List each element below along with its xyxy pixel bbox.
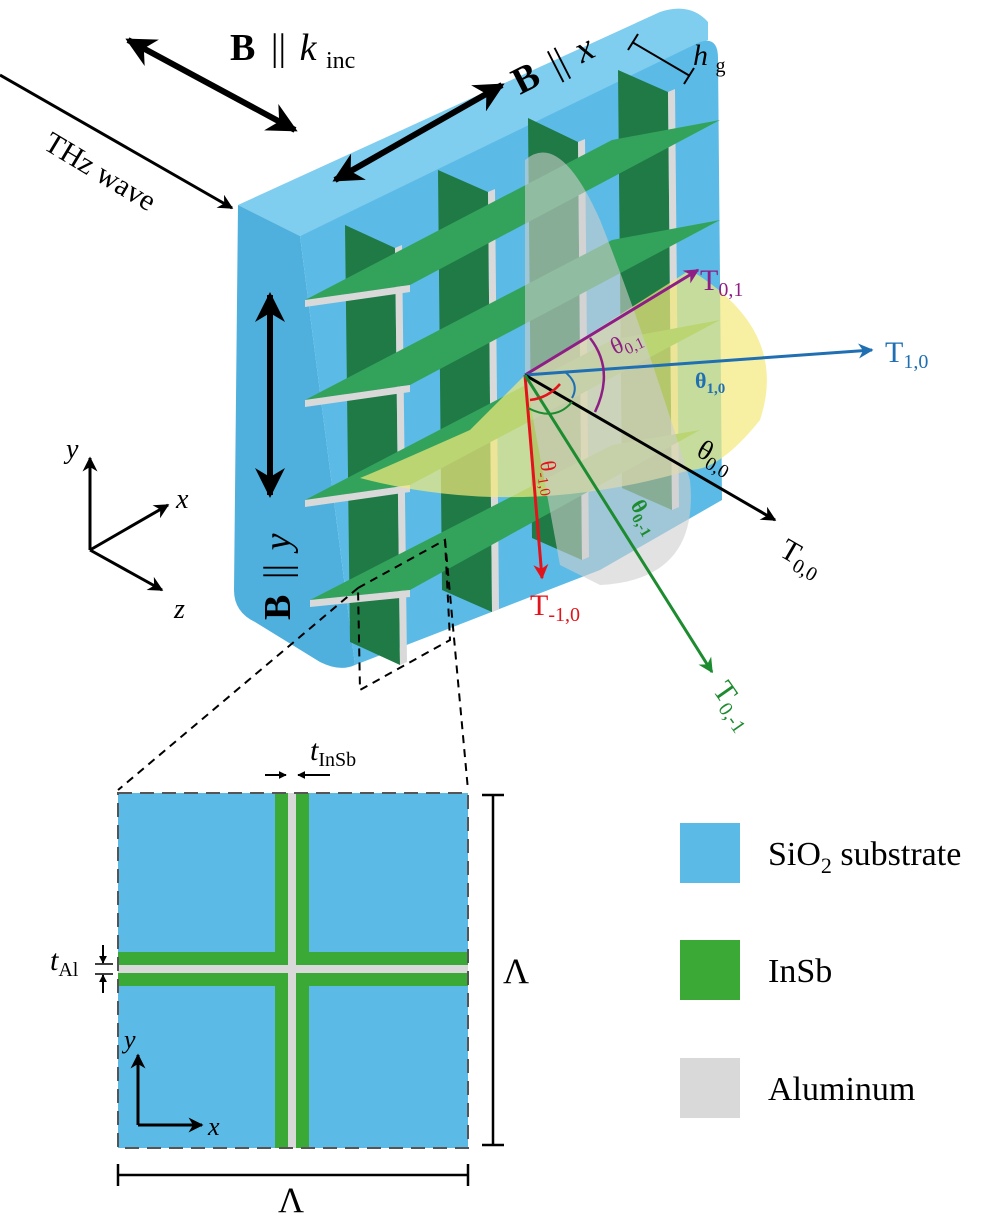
legend-swatch-aluminum (680, 1058, 740, 1118)
legend-label-aluminum: Aluminum (768, 1071, 915, 1108)
angle-theta-m10: θ-1,0 (531, 459, 566, 498)
diffraction-rays (523, 268, 874, 674)
unit-cell (117, 792, 469, 1149)
label-T00: T0,0 (773, 532, 829, 586)
cell-dimensions (95, 771, 504, 1186)
zoom-guides (117, 538, 469, 791)
label-b-kinc: B || k inc (230, 27, 355, 74)
ray-T01 (524, 268, 700, 377)
cell-axis-y-label: y (121, 1025, 136, 1054)
legend-swatch-insb (680, 940, 740, 1000)
ray-T00 (524, 373, 777, 522)
legend-label-substrate: SiO2 substrate (768, 836, 961, 878)
cell-axis-x-label: x (207, 1112, 220, 1141)
label-t-insb: tInSb (310, 734, 356, 771)
ray-T10 (524, 343, 874, 377)
label-hg: h g (693, 39, 726, 77)
legend-label-insb: InSb (768, 953, 832, 990)
ray-T0m1 (523, 374, 714, 674)
label-T01: T0,1 (700, 264, 743, 301)
label-Tm10: T-1,0 (530, 589, 580, 626)
lambda-bottom: Λ (278, 1180, 304, 1217)
lambda-side: Λ (503, 951, 529, 991)
axis-z-label: z (173, 594, 185, 625)
coordinate-axes (82, 456, 170, 592)
legend (680, 823, 740, 1118)
label-b-y: B || y (257, 533, 299, 620)
label-t-al: tAl (50, 944, 79, 981)
angle-theta-10: θ1,0 (695, 368, 725, 397)
field-arrows (0, 37, 505, 498)
label-T0m1: T0,-1 (703, 675, 762, 737)
legend-swatch-substrate (680, 823, 740, 883)
label-thz-wave: THz wave (38, 126, 161, 218)
hg-dimension (627, 33, 695, 85)
label-T10: T1,0 (885, 336, 928, 373)
axis-x-label: x (175, 484, 189, 515)
axis-y-label: y (63, 434, 79, 465)
